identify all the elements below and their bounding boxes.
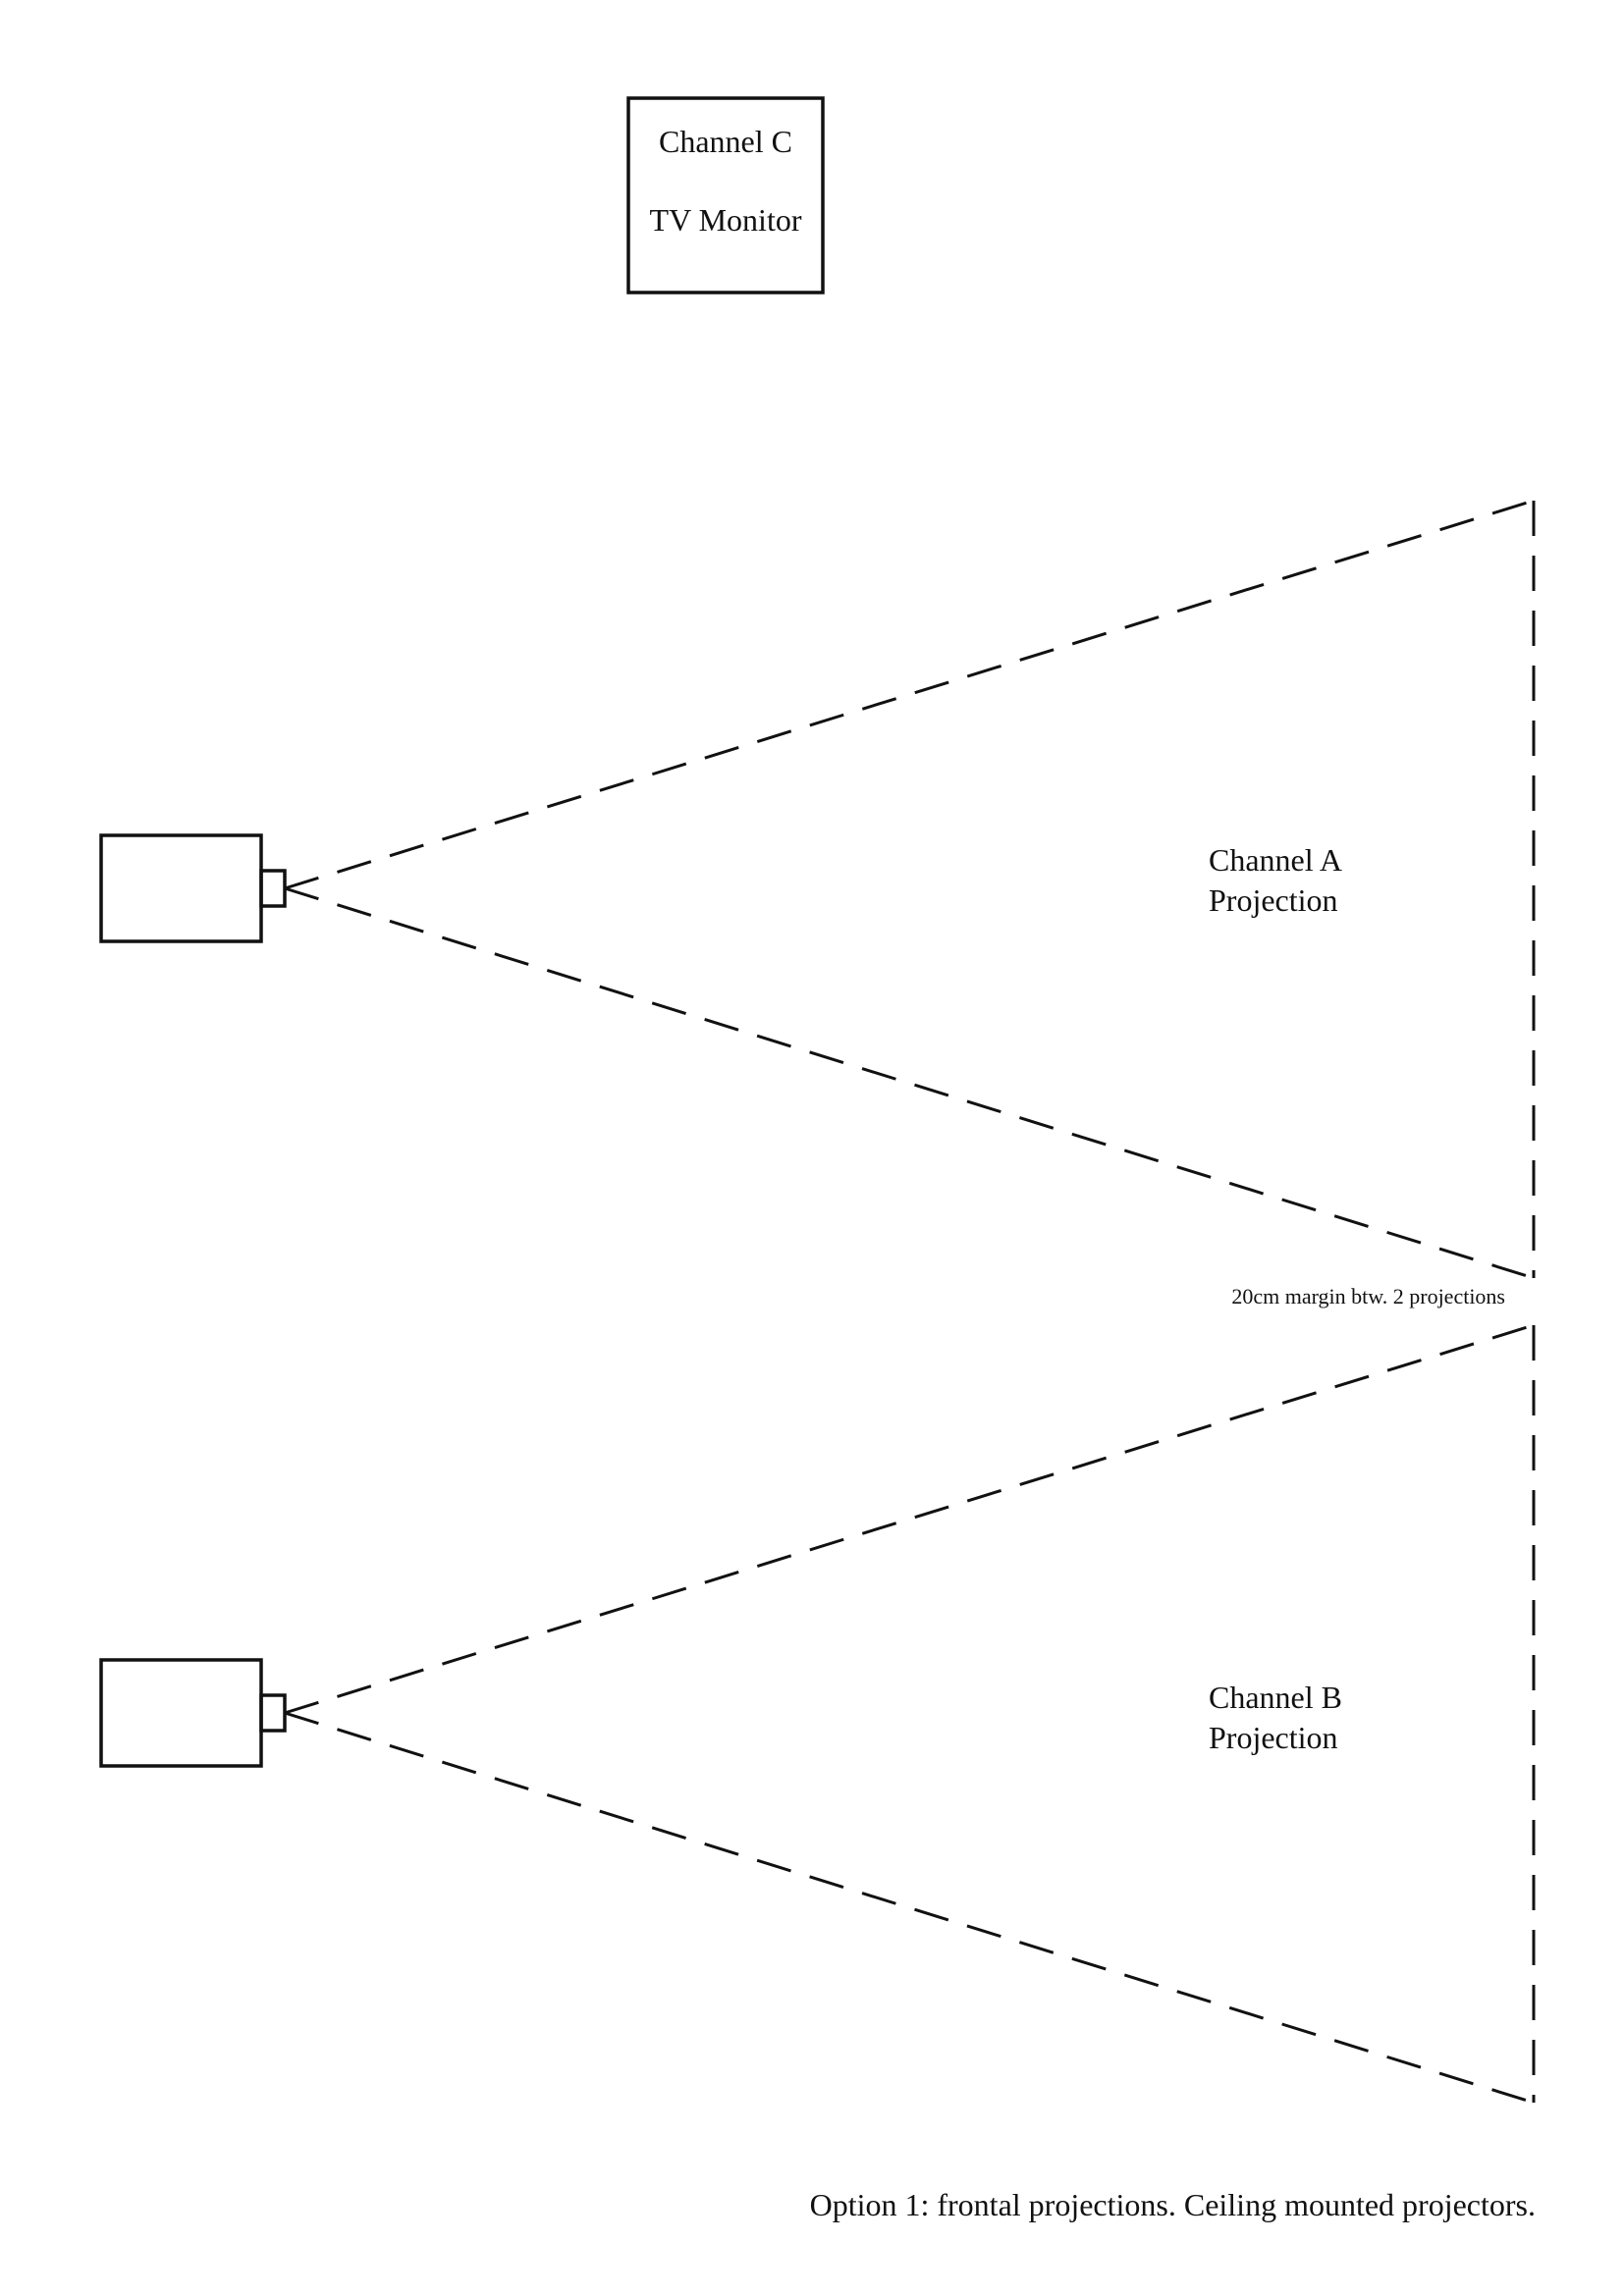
- projector-b-icon: [99, 1658, 287, 1768]
- channel-b-label-line1: Channel B: [1209, 1680, 1342, 1715]
- tv-monitor-label-line1: Channel C: [659, 124, 792, 159]
- projection-b-upper-edge: [284, 1323, 1535, 1715]
- projector-a-lens: [259, 869, 287, 908]
- projector-b-body: [99, 1658, 263, 1768]
- projector-a-body: [99, 833, 263, 943]
- tv-monitor-box: [626, 96, 825, 294]
- projection-a-beam: [284, 499, 1536, 1280]
- projector-a-icon: [99, 833, 287, 943]
- tv-monitor: Channel C TV Monitor: [626, 96, 825, 294]
- projection-a-upper-edge: [284, 499, 1535, 890]
- channel-b-label-line2: Projection: [1209, 1720, 1338, 1755]
- channel-a-label-line2: Projection: [1209, 882, 1338, 918]
- margin-note: 20cm margin btw. 2 projections: [1231, 1284, 1505, 1308]
- tv-monitor-label-line2: TV Monitor: [650, 202, 802, 238]
- projector-b-lens: [259, 1693, 287, 1733]
- projection-a-lower-edge: [284, 886, 1535, 1280]
- channel-a-label-line1: Channel A: [1209, 842, 1342, 878]
- projection-b-beam: [284, 1323, 1536, 2105]
- projection-b-lower-edge: [284, 1711, 1535, 2105]
- diagram-caption: Option 1: frontal projections. Ceiling m…: [810, 2187, 1536, 2222]
